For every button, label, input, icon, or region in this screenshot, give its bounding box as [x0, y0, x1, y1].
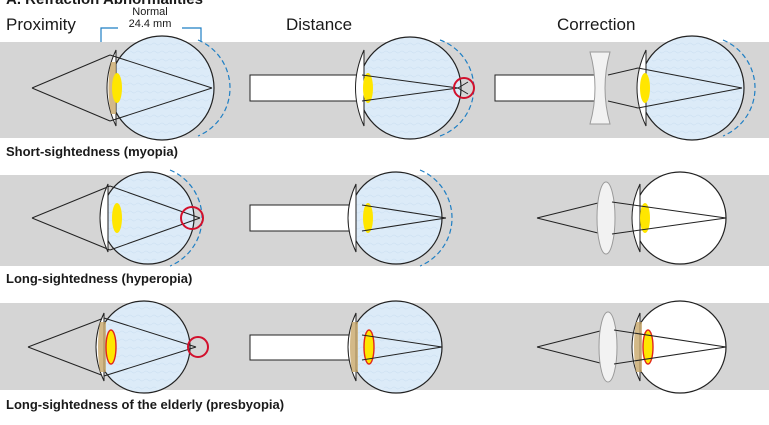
row-label-presbyopia: Long-sightedness of the elderly (presbyo…: [6, 397, 285, 412]
hyperopia-correction-eye: [536, 171, 727, 265]
myopia-distance-eye: [249, 36, 475, 140]
focus-error-circle: [453, 77, 475, 99]
presbyopia-correction-eye: [536, 300, 727, 394]
column-header-distance: Distance: [286, 15, 353, 34]
myopia-proximity-eye: [31, 35, 231, 141]
column-header-proximity: Proximity: [6, 15, 76, 34]
convex-lens: [598, 311, 618, 383]
convex-lens: [596, 181, 616, 255]
column-header-correction: Correction: [557, 15, 636, 34]
normal-length-value: 24.4 mm: [128, 18, 172, 30]
concave-lens: [589, 51, 611, 125]
figure-title: A. Refraction Abnormalities: [6, 0, 203, 8]
focus-error-circle: [180, 206, 204, 230]
hyperopia-proximity-eye: [31, 169, 204, 267]
myopia-correction-eye: [494, 35, 756, 141]
normal-length-note: Normal 24.4 mm: [104, 6, 196, 30]
hyperopia-distance-eye: [249, 169, 453, 267]
normal-label: Normal: [132, 6, 168, 18]
row-label-hyperopia: Long-sightedness (hyperopia): [6, 271, 193, 286]
focus-error-circle: [187, 336, 209, 358]
presbyopia-proximity-eye: [27, 300, 209, 394]
row-label-myopia: Short-sightedness (myopia): [6, 144, 178, 159]
presbyopia-distance-eye: [249, 300, 443, 394]
